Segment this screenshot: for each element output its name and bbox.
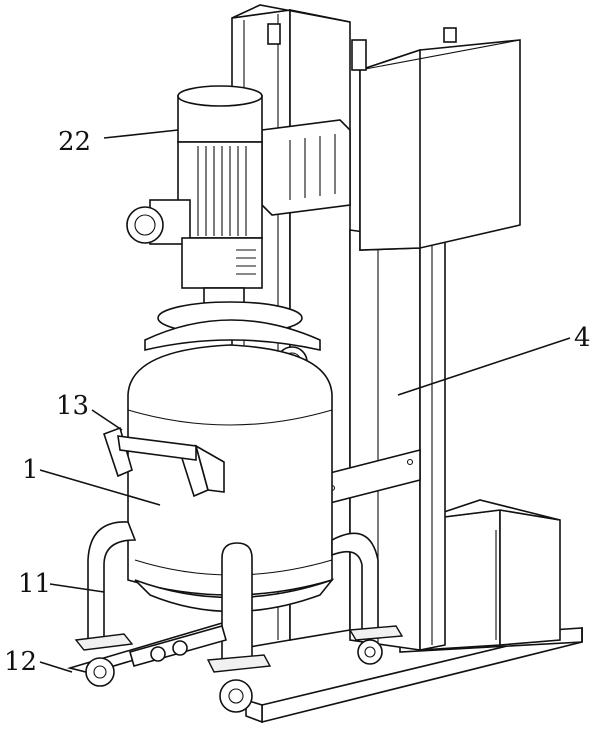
- motor: [126, 85, 263, 319]
- control-box: [351, 27, 521, 251]
- label-13: 13: [56, 391, 89, 421]
- label-4: 4: [574, 323, 591, 353]
- leader-13: [91, 409, 123, 431]
- leader-11: [49, 583, 105, 593]
- leader-12: [39, 661, 73, 673]
- leader-22: [103, 129, 179, 139]
- label-22: 22: [58, 127, 91, 157]
- leader-1: [39, 469, 161, 506]
- drain-pipe: [129, 625, 227, 667]
- label-12: 12: [4, 647, 37, 677]
- label-11: 11: [18, 569, 51, 599]
- label-1: 1: [22, 455, 39, 485]
- motor-arm: [261, 119, 351, 216]
- tank-body: [127, 344, 335, 613]
- leader-lines: [39, 129, 571, 673]
- tank-legs: [74, 521, 404, 673]
- part-labels: 22 13 1 11 12 4: [4, 127, 591, 677]
- casters: [85, 639, 383, 713]
- leader-4: [397, 337, 571, 396]
- tank-handles: [102, 426, 225, 498]
